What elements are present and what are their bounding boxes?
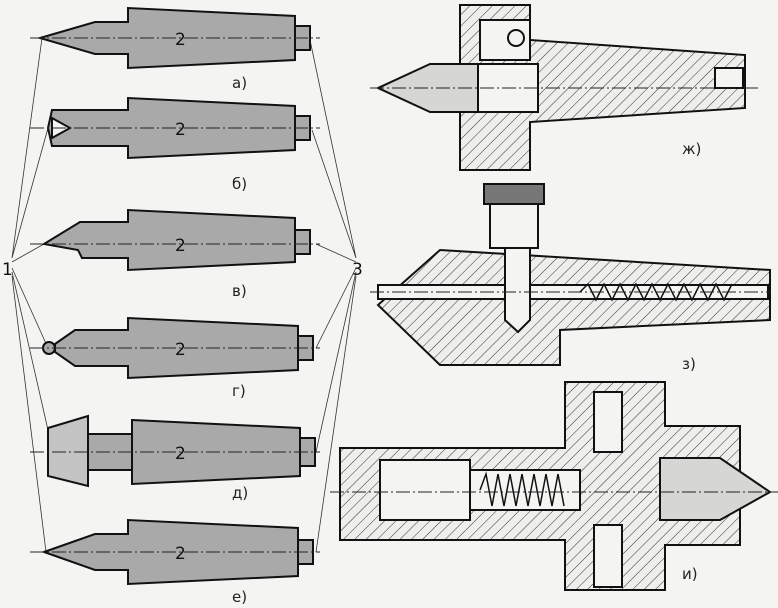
center-b — [30, 96, 320, 160]
center-v — [30, 208, 320, 272]
callout-body-d: 2 — [175, 444, 186, 464]
callout-body-g: 2 — [175, 340, 186, 360]
center-zh — [370, 4, 760, 171]
center-d — [30, 414, 320, 488]
label-b: б) — [232, 175, 247, 193]
callout-body-a: 2 — [175, 30, 186, 50]
leader-lines — [11, 37, 357, 553]
callout-body-b: 2 — [175, 120, 186, 140]
center-i — [330, 381, 778, 591]
center-z — [370, 183, 771, 366]
callout-shank: 3 — [352, 260, 363, 280]
label-z: з) — [682, 355, 696, 373]
label-a: а) — [232, 74, 247, 92]
label-zh: ж) — [682, 140, 701, 158]
label-d: д) — [232, 484, 248, 502]
callout-body-e: 2 — [175, 544, 186, 564]
callout-tip: 1 — [2, 260, 13, 280]
label-e: е) — [232, 588, 247, 606]
label-v: в) — [232, 282, 247, 300]
center-g — [30, 316, 320, 380]
label-g: г) — [232, 382, 246, 400]
callout-body-v: 2 — [175, 236, 186, 256]
center-a — [30, 6, 320, 70]
center-e — [30, 518, 320, 586]
label-i: и) — [682, 565, 698, 583]
